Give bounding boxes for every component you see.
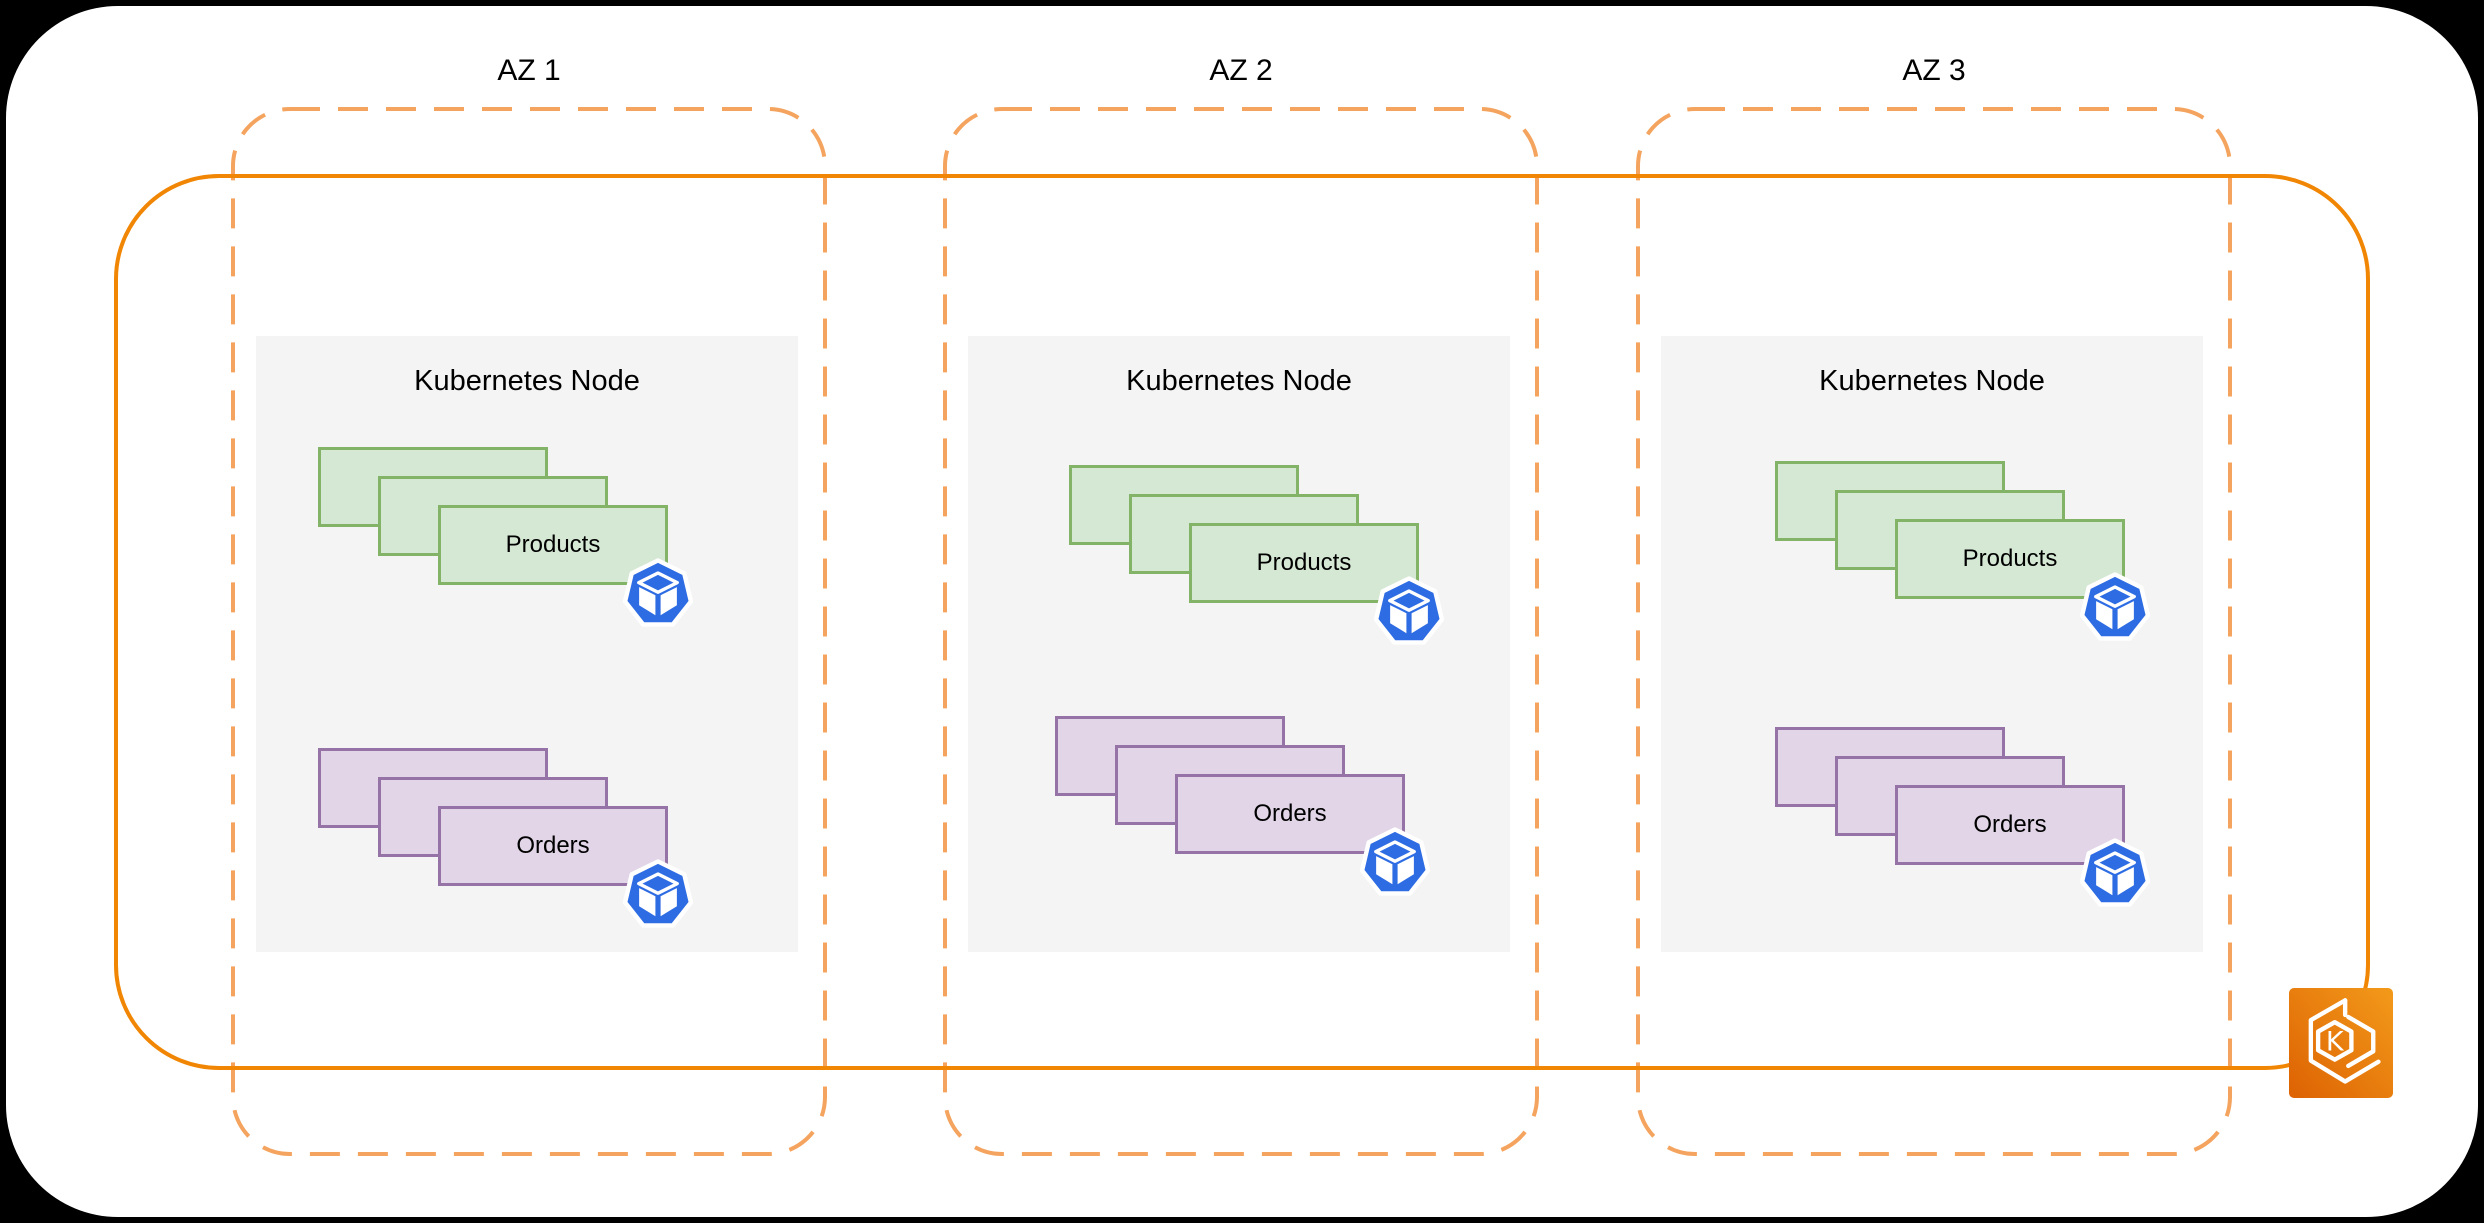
pod-replica-layer: Orders [438, 806, 668, 886]
pod-stack-label: Products [505, 531, 601, 558]
products-pod-stack: Products [318, 447, 694, 627]
node-title: Kubernetes Node [1126, 365, 1352, 397]
pod-stack-label: Products [1256, 549, 1352, 576]
kubernetes-pod-icon [2079, 572, 2151, 641]
eks-cluster-boundary [114, 174, 2370, 1070]
eks-hexagon-glyph: K [2308, 998, 2381, 1084]
orders-pod-stack: Orders [1775, 727, 2151, 907]
availability-zone-2: AZ 2 Kubernetes Node Products [945, 54, 1537, 1154]
availability-zone-1: AZ 1 Kubernetes Node Products [233, 54, 825, 1154]
pod-stack-label: Orders [516, 832, 590, 859]
kubernetes-pod-icon [622, 859, 694, 928]
pod-replica-layer: Products [1189, 523, 1419, 603]
az1-boundary [231, 107, 827, 1156]
kubernetes-node-box: Kubernetes Node Products [968, 336, 1510, 952]
kubernetes-pod-icon [2079, 838, 2151, 907]
amazon-eks-icon: K [2289, 988, 2393, 1098]
kubernetes-pod-icon [1373, 576, 1445, 645]
az2-boundary [943, 107, 1539, 1156]
pod-stack-label: Products [1962, 545, 2058, 572]
node-title: Kubernetes Node [1819, 365, 2045, 397]
az-label: AZ 1 [497, 54, 561, 87]
boundary-lines [114, 107, 2370, 1156]
orders-pod-stack: Orders [318, 748, 694, 928]
kubernetes-pod-icon [1359, 827, 1431, 896]
products-pod-stack: Products [1775, 461, 2151, 641]
pod-stack-label: Orders [1253, 800, 1327, 827]
products-pod-stack: Products [1069, 465, 1445, 645]
availability-zone-3: AZ 3 Kubernetes Node Products [1638, 54, 2230, 1154]
node-title: Kubernetes Node [414, 365, 640, 397]
kubernetes-node-box: Kubernetes Node Products [256, 336, 798, 952]
diagram-sheet: AZ 1 Kubernetes Node Products [6, 6, 2478, 1217]
pod-replica-layer: Products [1895, 519, 2125, 599]
az-label: AZ 2 [1209, 54, 1273, 87]
pod-replica-layer: Orders [1895, 785, 2125, 865]
orders-pod-stack: Orders [1055, 716, 1431, 896]
pod-replica-layer: Orders [1175, 774, 1405, 854]
kubernetes-node-box: Kubernetes Node Products [1661, 336, 2203, 952]
az3-boundary [1636, 107, 2232, 1156]
pod-replica-layer: Products [438, 505, 668, 585]
eks-letter: K [2326, 1026, 2345, 1057]
pod-stack-label: Orders [1973, 811, 2047, 838]
kubernetes-pod-icon [622, 558, 694, 627]
az-label: AZ 3 [1902, 54, 1966, 87]
